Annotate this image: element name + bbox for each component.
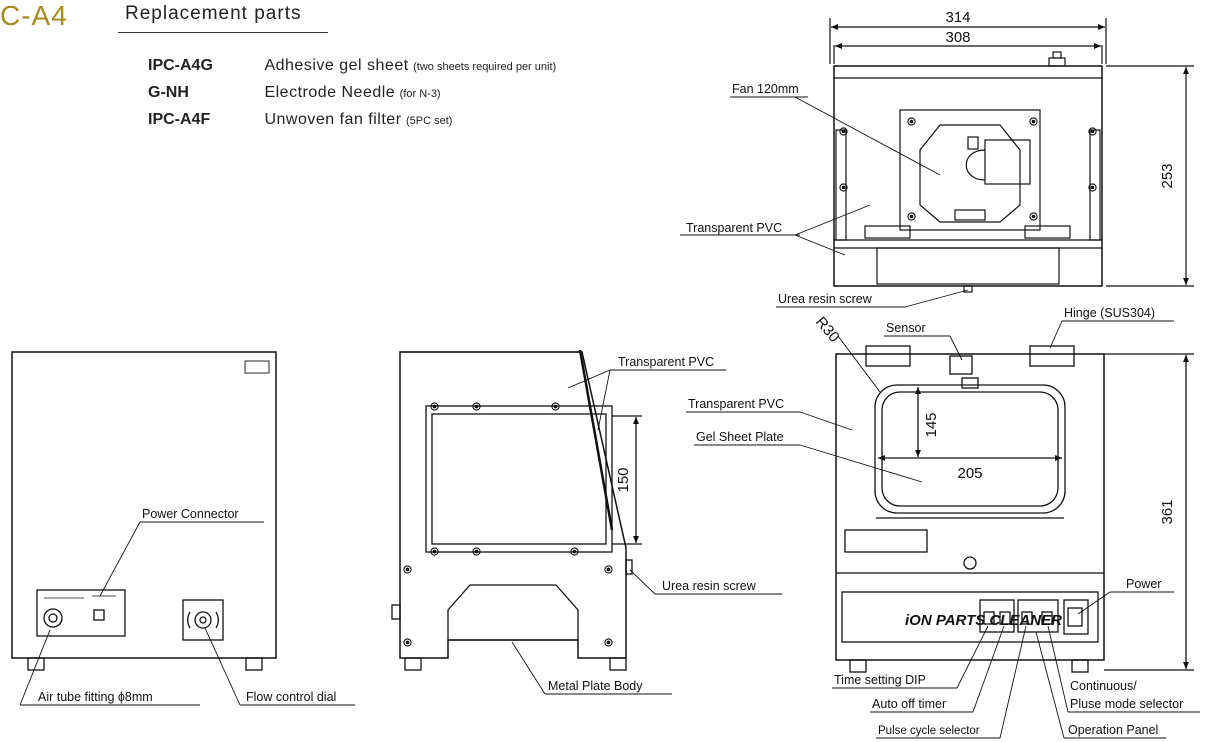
dim-window-height-front: 145	[923, 412, 940, 437]
label-gel-plate: Gel Sheet Plate	[696, 430, 784, 444]
dim-window-width: 205	[957, 465, 982, 482]
label-hinge: Hinge (SUS304)	[1064, 306, 1155, 320]
label-auto-off: Auto off timer	[872, 697, 946, 711]
label-sensor: Sensor	[886, 321, 926, 335]
label-urea-screw-side: Urea resin screw	[662, 579, 757, 593]
part-row: IPC-A4G Adhesive gel sheet (two sheets r…	[148, 54, 556, 81]
dim-width-outer: 314	[945, 9, 970, 26]
front-view	[686, 320, 1200, 739]
label-air-tube: Air tube fitting ϕ8mm	[38, 690, 153, 704]
brand-logo: iON PARTS CLEANER	[905, 612, 1062, 629]
label-transparent-pvc-side: Transparent PVC	[618, 355, 714, 369]
label-pulse-cycle: Pulse cycle selector	[878, 725, 980, 737]
label-power-connector: Power Connector	[142, 507, 239, 521]
dim-depth: 253	[1159, 163, 1176, 188]
label-transparent-pvc-top: Transparent PVC	[686, 221, 782, 235]
parts-list: IPC-A4G Adhesive gel sheet (two sheets r…	[148, 54, 556, 135]
section-title: Replacement parts	[125, 3, 302, 24]
label-transparent-pvc-front: Transparent PVC	[688, 397, 784, 411]
label-mode-selector-2: Pluse mode selector	[1070, 697, 1183, 711]
label-operation-panel: Operation Panel	[1068, 723, 1158, 737]
part-code: G-NH	[148, 84, 189, 101]
part-code: IPC-A4F	[148, 111, 211, 128]
part-name: Unwoven fan filter	[264, 111, 402, 128]
dim-width-inner: 308	[945, 29, 970, 46]
label-power: Power	[1126, 577, 1161, 591]
part-name: Electrode Needle	[264, 84, 396, 101]
part-note: (two sheets required per unit)	[413, 61, 557, 73]
model-number: C-A4	[0, 0, 68, 31]
top-view	[680, 18, 1194, 308]
label-time-dip: Time setting DIP	[834, 673, 926, 687]
label-flow-dial: Flow control dial	[246, 690, 336, 704]
part-note: (for N-3)	[399, 88, 441, 100]
label-fan: Fan 120mm	[732, 82, 799, 96]
title-underline	[118, 32, 328, 33]
part-name: Adhesive gel sheet	[264, 57, 409, 74]
part-row: G-NH Electrode Needle (for N-3)	[148, 81, 556, 108]
label-urea-screw-top: Urea resin screw	[778, 292, 873, 306]
part-note: (5PC set)	[405, 115, 453, 127]
dim-front-height: 361	[1159, 499, 1176, 524]
dim-window-height-side: 150	[615, 467, 632, 492]
dim-radius: R30	[812, 314, 843, 346]
part-row: IPC-A4F Unwoven fan filter (5PC set)	[148, 108, 556, 135]
label-mode-selector-1: Continuous/	[1070, 679, 1137, 693]
back-view	[11, 351, 355, 706]
part-code: IPC-A4G	[148, 57, 213, 74]
side-view	[391, 349, 782, 695]
label-metal-body: Metal Plate Body	[548, 679, 643, 693]
